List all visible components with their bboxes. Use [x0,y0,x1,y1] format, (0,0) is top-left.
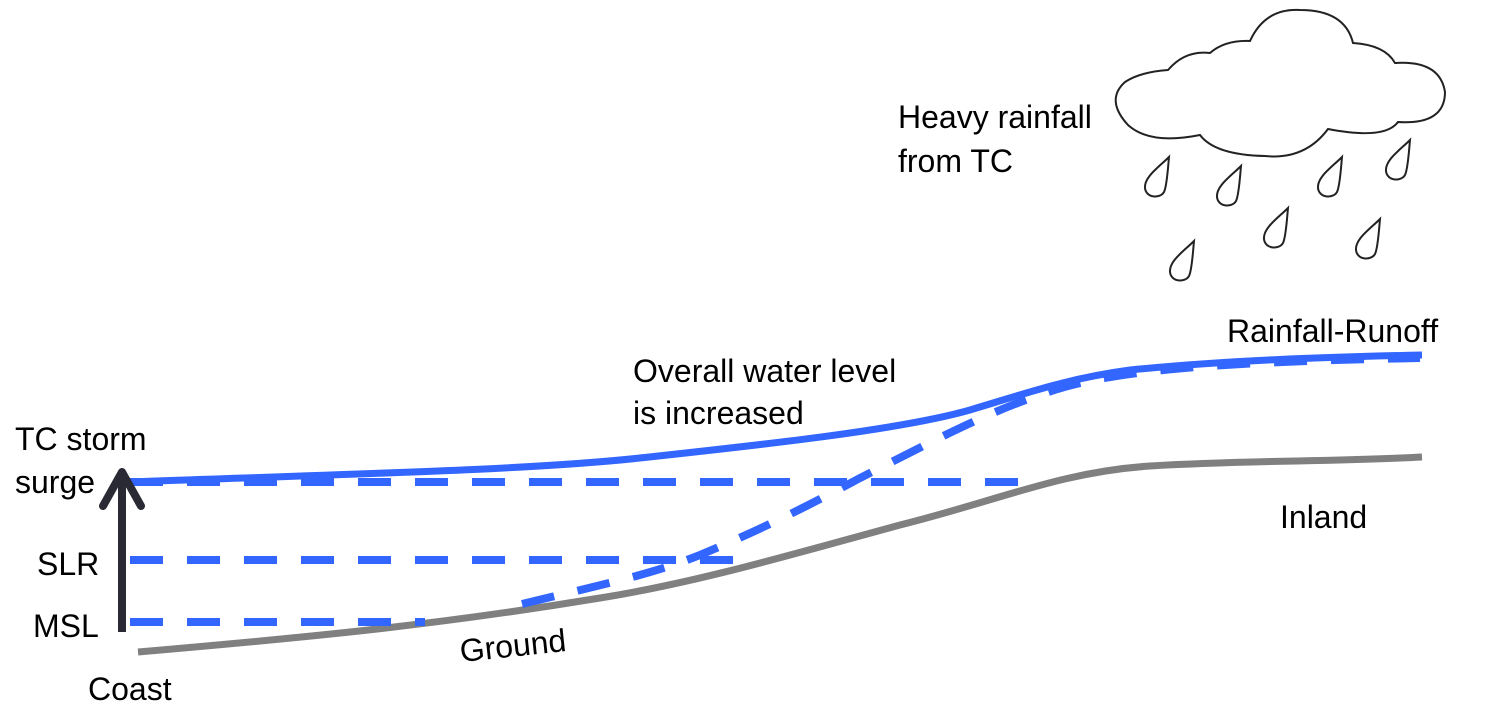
inland-label: Inland [1280,499,1368,535]
rainfall-label-line1: Heavy rainfall [898,99,1092,135]
coast-label: Coast [88,671,172,707]
slr-label: SLR [37,546,100,582]
cloud-icon [1114,8,1447,158]
raindrop-icon [1263,205,1290,249]
runoff-label: Rainfall-Runoff [1227,313,1439,349]
raindrop-icon [1317,154,1344,198]
overall-label-line1: Overall water level [633,353,897,389]
overall-water-level-line [127,351,1423,486]
raindrop-icon [1144,154,1171,198]
msl-label: MSL [33,608,99,644]
ground-line [137,453,1423,656]
surge-label-line2: surge [15,464,96,500]
raindrop-icon [1169,238,1196,282]
raindrop-icon [1216,163,1243,207]
overall-label-line2: is increased [633,395,804,431]
raindrop-icon [1355,216,1382,260]
surge-label-line1: TC storm [15,421,147,457]
raindrop-icon [1385,137,1412,181]
storm-surge-arrow-icon [99,468,145,632]
rainfall-label-line2: from TC [898,143,1013,179]
